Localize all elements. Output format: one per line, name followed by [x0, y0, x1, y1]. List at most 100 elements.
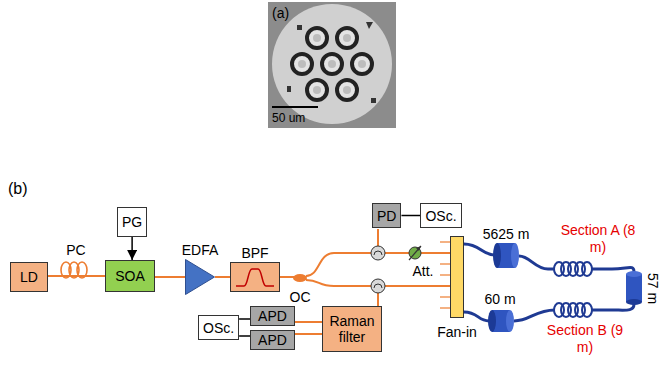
length-label: 57 m [645, 272, 662, 303]
connector [239, 335, 250, 337]
spool-end [511, 243, 519, 268]
node-label: PG [122, 214, 142, 230]
mcf [519, 256, 555, 269]
spool-end [488, 310, 496, 332]
section-b-coil [554, 303, 592, 317]
fiber [377, 293, 379, 306]
fiber-core [292, 54, 312, 74]
soa-box: SOA [105, 260, 155, 292]
node-label: APD [258, 332, 287, 348]
fiber-core [322, 54, 342, 74]
fiber-port [440, 296, 450, 297]
section-a-coil [554, 262, 592, 276]
component-label: PC [66, 242, 85, 259]
filter-symbol [231, 263, 279, 291]
fiber-port [440, 274, 450, 275]
mcf [592, 304, 634, 310]
length-label: 5625 m [483, 226, 530, 243]
node-label: LD [20, 269, 38, 285]
photo-background [268, 2, 396, 128]
component-label: Att. [412, 263, 433, 280]
mcf-paths [464, 244, 634, 321]
marker-hole [287, 86, 291, 92]
oscilloscope-box: OSc. [420, 203, 462, 228]
attenuator-arrowhead [416, 246, 421, 251]
fiber-core [352, 54, 372, 74]
connector [239, 318, 250, 320]
connector [401, 215, 420, 217]
spool-body [626, 274, 642, 302]
optical-coupler [293, 274, 307, 282]
apd-box: APD [250, 330, 295, 350]
panel-label: (b) [8, 180, 28, 197]
mcf [592, 267, 634, 272]
node-label: EDFA [182, 242, 219, 258]
passband-curve [236, 269, 274, 286]
core-centre [343, 34, 351, 42]
attenuator-arrow [409, 246, 421, 260]
bandpass-filter-shape [230, 262, 280, 292]
mcf [464, 244, 495, 255]
node-label: PD [377, 208, 396, 224]
spool-end [506, 310, 514, 332]
connector [48, 275, 105, 277]
scale-bar-label: 50 um [272, 110, 305, 127]
core-centre [328, 60, 336, 68]
fiber-core [307, 28, 327, 48]
node-label: Fan-in [437, 324, 477, 340]
node-label: SOA [115, 268, 145, 284]
fiber [306, 280, 371, 286]
section-label: Section B (9 m) [546, 322, 624, 356]
circulator-arrow [374, 284, 382, 288]
length-label: 60 m [484, 291, 515, 308]
circulator [371, 246, 385, 260]
amplifier-symbol [185, 259, 215, 295]
oscilloscope-box: OSc. [198, 315, 239, 340]
core-centre [358, 60, 366, 68]
circulator-arrow [374, 251, 382, 255]
attenuator [409, 247, 421, 259]
fiber [421, 252, 450, 254]
core-centre [313, 34, 321, 42]
core-centre [343, 86, 351, 94]
pulse-generator-box: PG [117, 207, 147, 237]
fan-in-ports [440, 242, 450, 308]
fiber-cores [292, 28, 372, 100]
panel-label: (a) [272, 5, 289, 22]
fiber [280, 276, 294, 278]
component-label: OC [290, 289, 311, 306]
circulators [371, 246, 385, 293]
fiber-core [337, 28, 357, 48]
core-centre [313, 86, 321, 94]
node-label: Raman filter [327, 313, 377, 345]
connector [295, 333, 322, 335]
fiber [306, 253, 371, 276]
fiber-core [337, 80, 357, 100]
fiber-cladding [272, 4, 392, 124]
core-centre [298, 60, 306, 68]
raman-filter-box: Raman filter [322, 306, 382, 352]
spool-57m [626, 271, 642, 305]
coil-loop [582, 262, 592, 276]
coil-loop [582, 303, 592, 317]
marker-hole [366, 22, 373, 29]
connector [155, 276, 185, 278]
section-label: Section A (8 m) [559, 222, 637, 256]
spool-end [626, 271, 642, 277]
scale-bar [272, 106, 318, 108]
spool-end [493, 243, 501, 268]
connector [215, 276, 230, 278]
photodetector-box: PD [372, 203, 401, 228]
node-label: BPF [241, 245, 268, 261]
fiber-port [440, 263, 450, 264]
fiber [385, 285, 450, 287]
mcf [514, 310, 555, 321]
core-centres [298, 34, 366, 94]
spool-60m [488, 310, 514, 332]
fan-in-box-shape [450, 236, 464, 318]
circulator [371, 279, 385, 293]
marker-hole [371, 98, 376, 103]
fiber-core [307, 80, 327, 100]
fan-in-box: Fan-in [437, 236, 477, 340]
